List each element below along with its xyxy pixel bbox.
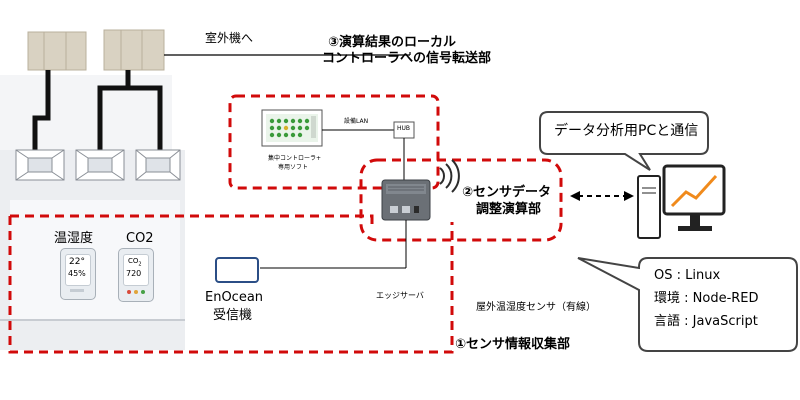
edge-server-label: エッジサーバ bbox=[376, 291, 424, 300]
humidity-value: 45% bbox=[68, 269, 86, 278]
section1-title: ①センサ情報収集部 bbox=[455, 337, 571, 352]
pc-callout-bubble bbox=[539, 111, 709, 171]
spec-callout-bubble bbox=[577, 257, 798, 352]
lan-label: 設備LAN bbox=[344, 118, 369, 125]
section3-title-line1: ③演算結果のローカル bbox=[328, 35, 457, 50]
outdoor-sensor-label: 屋外温湿度センサ（有線） bbox=[476, 302, 596, 313]
co2-chip-label: CO2 bbox=[128, 257, 142, 268]
controller-caption-line1: 集中コントローラ+ bbox=[268, 155, 322, 162]
controller-caption-line2: 専用ソフト bbox=[278, 164, 309, 171]
spec-os: OS : Linux bbox=[654, 268, 721, 283]
pipe-right-b bbox=[128, 85, 163, 150]
section2-title-line2: 調整演算部 bbox=[476, 202, 542, 217]
co2-sensor: CO2 720 bbox=[118, 248, 154, 302]
temp-humidity-sensor: 22° 45% bbox=[60, 248, 96, 300]
section3-frame bbox=[228, 94, 440, 190]
enocean-receiver-icon bbox=[215, 257, 259, 283]
temp-value: 22° bbox=[69, 257, 85, 267]
enocean-label-line1: EnOcean bbox=[205, 290, 264, 305]
outdoor-unit-right bbox=[103, 29, 165, 71]
outdoor-unit-label: 室外機へ bbox=[205, 31, 254, 45]
co2-label: CO2 bbox=[126, 231, 154, 246]
spec-env: 環境 : Node-RED bbox=[654, 291, 759, 306]
central-controller bbox=[261, 109, 323, 147]
co2-value: 720 bbox=[126, 269, 142, 278]
ac-unit-2 bbox=[75, 149, 125, 181]
enocean-label-line2: 受信機 bbox=[213, 308, 253, 323]
outdoor-unit-left bbox=[27, 31, 87, 71]
pipe-left bbox=[32, 70, 51, 150]
section3-title-line2: コントローラへの信号転送部 bbox=[322, 51, 492, 66]
ac-unit-1 bbox=[15, 149, 65, 181]
pipe-right-a bbox=[97, 70, 131, 150]
ac-unit-3 bbox=[135, 149, 181, 181]
section2-frame bbox=[359, 158, 563, 242]
section2-title-line1: ②センサデータ bbox=[462, 185, 552, 200]
spec-lang: 言語 : JavaScript bbox=[654, 314, 758, 329]
edge-server bbox=[381, 179, 431, 221]
pc-communication-arrow bbox=[570, 191, 634, 201]
pc-callout-text: データ分析用PCと通信 bbox=[554, 123, 699, 139]
section1-frame bbox=[8, 214, 454, 354]
hub-label: HUB bbox=[397, 125, 411, 132]
wireless-icon bbox=[439, 159, 460, 193]
analysis-pc-icon bbox=[637, 164, 726, 239]
temp-humidity-label: 温湿度 bbox=[54, 231, 94, 246]
